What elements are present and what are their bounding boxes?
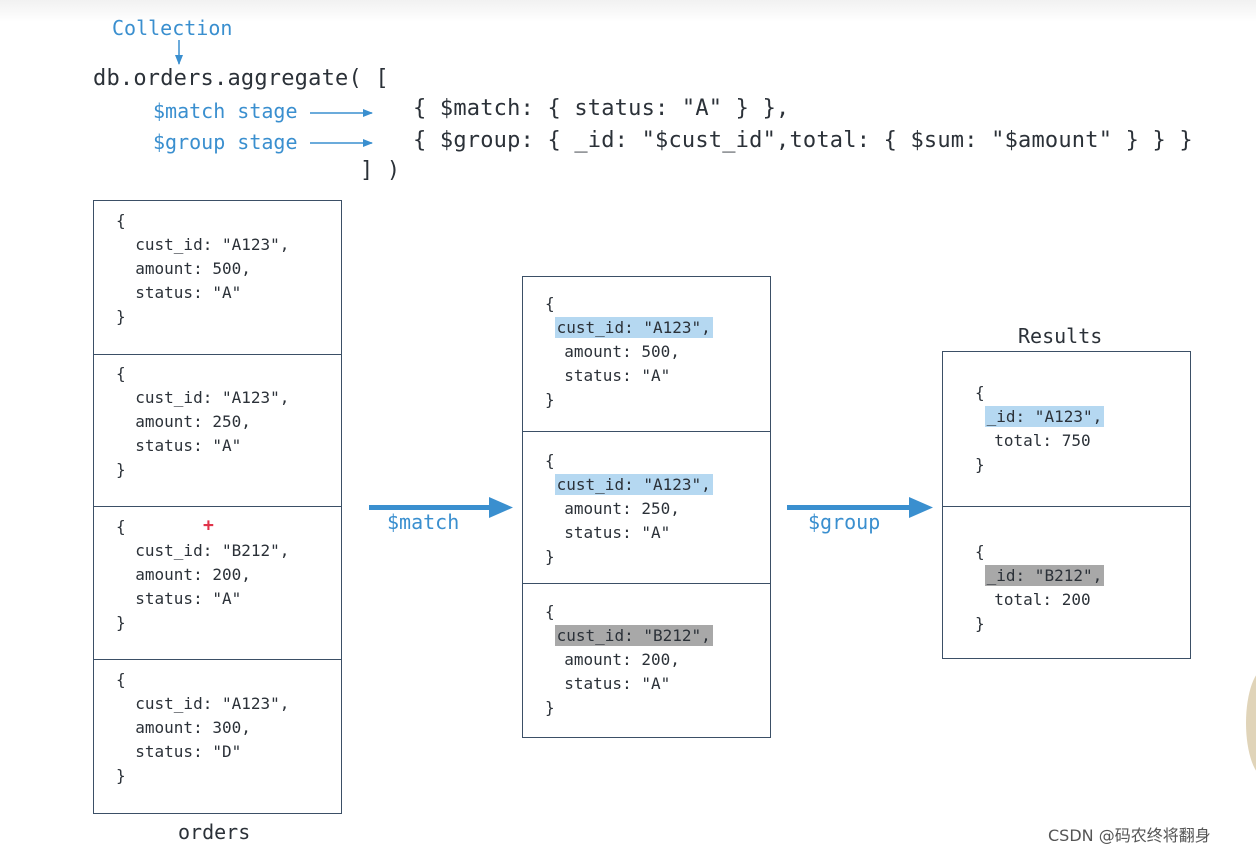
match-stage-label: $match stage <box>153 99 298 123</box>
result-document: { _id: "B212", total: 200 } <box>975 542 1105 633</box>
doc-divider <box>94 506 341 507</box>
results-box <box>942 351 1191 659</box>
orders-caption: orders <box>178 820 251 844</box>
group-flow-arrow <box>787 497 933 518</box>
highlighted-field: cust_id: "B212", <box>554 625 713 646</box>
results-title: Results <box>1018 324 1103 348</box>
match-stage-code: { $match: { status: "A" } }, <box>413 96 790 121</box>
result-document: { _id: "A123", total: 750 } <box>975 383 1105 474</box>
collection-label: Collection <box>112 16 233 40</box>
match-flow-label: $match <box>387 510 460 534</box>
cursor-crosshair-icon: + <box>203 515 214 536</box>
doc-divider <box>94 659 341 660</box>
order-document: { cust_id: "A123", amount: 250, status: … <box>116 364 290 479</box>
aggregate-code-close: ] ) <box>360 158 401 183</box>
match-flow-arrow <box>369 497 513 518</box>
order-document: { cust_id: "A123", amount: 300, status: … <box>116 670 290 785</box>
doc-divider <box>94 354 341 355</box>
highlighted-field: _id: "B212", <box>984 565 1105 586</box>
doc-divider <box>523 431 770 432</box>
group-flow-label: $group <box>808 510 881 534</box>
group-stage-code: { $group: { _id: "$cust_id",total: { $su… <box>413 128 1193 153</box>
doc-divider <box>523 583 770 584</box>
matched-document: { cust_id: "A123", amount: 250, status: … <box>545 451 713 566</box>
highlighted-field: cust_id: "A123", <box>554 474 713 495</box>
highlighted-field: cust_id: "A123", <box>554 317 713 338</box>
watermark: CSDN @码农终将翻身 <box>1048 826 1211 845</box>
matched-document: { cust_id: "B212", amount: 200, status: … <box>545 602 713 717</box>
orders-collection-box <box>93 200 342 814</box>
matched-documents-box <box>522 276 771 738</box>
group-stage-label: $group stage <box>153 130 298 154</box>
matched-document: { cust_id: "A123", amount: 500, status: … <box>545 294 713 409</box>
doc-divider <box>943 506 1190 507</box>
aggregate-code-line: db.orders.aggregate( [ <box>93 66 389 91</box>
top-band <box>0 0 1256 22</box>
highlighted-field: _id: "A123", <box>984 406 1105 427</box>
order-document: { cust_id: "A123", amount: 500, status: … <box>116 211 290 326</box>
decorative-circle <box>1246 668 1256 778</box>
order-document: { cust_id: "B212", amount: 200, status: … <box>116 517 290 632</box>
